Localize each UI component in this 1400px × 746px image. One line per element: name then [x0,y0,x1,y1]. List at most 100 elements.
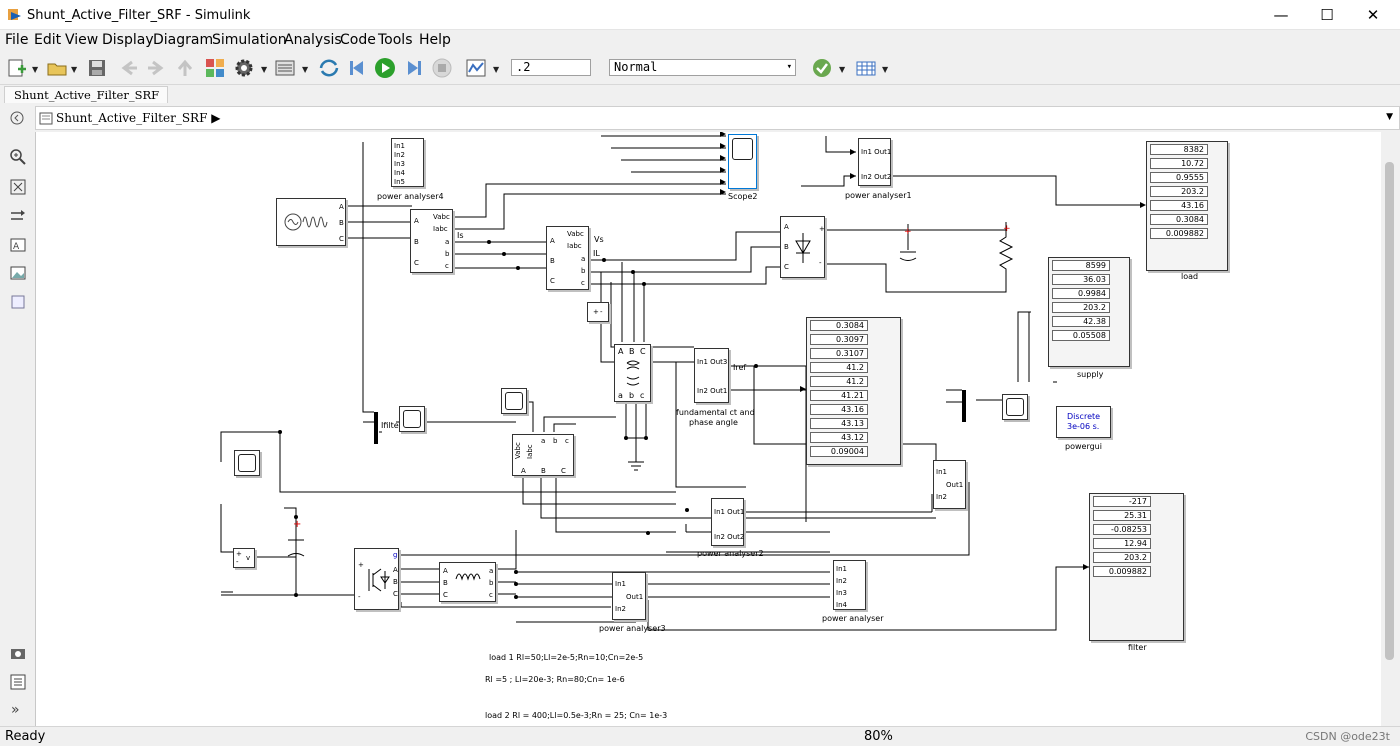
stop-time-input[interactable]: .2 [511,59,591,76]
power-analyser4-block[interactable]: In1 In2 In3 In4 In5 [391,138,424,187]
explorer-dropdown-icon[interactable]: ▼ [302,65,309,74]
vi-measurement-3-block[interactable]: Vabc Iabc a b c A B C [512,434,574,476]
model-canvas[interactable]: + + + In1 In2 In3 In4 In5 power analyser… [35,132,1381,726]
breadcrumb[interactable]: Shunt_Active_Filter_SRF ▶ [56,111,220,125]
maximize-button[interactable]: ☐ [1320,6,1334,24]
breadcrumb-menu-icon[interactable]: ▼ [1386,112,1393,122]
power-analyser2-block[interactable]: In1 Out1 In2 Out2 [711,498,744,546]
annotation-load1[interactable]: load 1 Rl=50;Ll=2e-5;Rn=10;Cn=2e-5 [489,653,644,662]
scope-block[interactable] [1002,394,1028,420]
transformer-block[interactable]: A B C a b c [614,344,651,402]
port-label: A [550,237,555,245]
annotation-icon[interactable]: A [9,236,27,254]
step-forward-icon[interactable] [402,57,424,79]
step-back-icon[interactable] [347,57,369,79]
minimize-button[interactable]: — [1273,6,1289,24]
model-advisor-check-icon[interactable] [811,57,833,79]
menu-diagram[interactable]: Diagram [153,32,214,48]
back-icon[interactable] [118,57,140,79]
supply-display[interactable]: 8599 36.03 0.9984 203.2 42.38 0.05508 [1048,257,1130,367]
port-label: In3 [394,160,405,168]
vi-measurement-2-block[interactable]: Vabc Iabc A B C a b c [546,226,589,290]
vi-measurement-1-block[interactable]: Vabc Iabc A B C a b c [410,209,453,273]
fundamental-phase-angle-block[interactable]: In1 Out3 In2 Out1 [694,348,729,403]
model-browser-icon[interactable] [9,673,27,691]
new-model-icon[interactable] [6,57,28,79]
port-label: In1 [394,142,405,150]
settings-dropdown-icon[interactable]: ▼ [261,65,268,74]
scope2-block[interactable] [728,134,757,189]
area-icon[interactable] [9,293,27,311]
display-value: 12.94 [1093,538,1151,549]
image-icon[interactable] [9,264,27,282]
menu-edit[interactable]: Edit [34,32,62,48]
voltage-measurement-block[interactable]: + - v [233,548,255,568]
ifilter-scope-block[interactable] [399,406,425,432]
update-diagram-icon[interactable] [318,57,340,79]
up-icon[interactable] [174,57,196,79]
menu-code[interactable]: Code [340,32,376,48]
filter-display[interactable]: -217 25.31 -0.08253 12.94 203.2 0.009882 [1089,493,1184,641]
menu-file[interactable]: File [5,32,29,48]
expand-palette-icon[interactable]: » [11,702,20,718]
build-grid-icon[interactable] [855,57,877,79]
power-analyser1-block[interactable]: In1 Out1 In2 Out2 [858,138,891,186]
vertical-scrollbar[interactable] [1381,132,1400,726]
route-lines-icon[interactable] [9,207,27,225]
screenshot-camera-icon[interactable] [9,644,27,662]
menu-analysis[interactable]: Analysis [284,32,342,48]
save-icon[interactable] [86,57,108,79]
dc-scope-block[interactable] [234,450,260,476]
power-analyser3-block[interactable]: In1 Out1 In2 [612,572,646,620]
port-label: B [550,257,555,265]
scrollbar-thumb[interactable] [1385,162,1394,660]
filter-inductor-block[interactable]: A B C a b c [439,562,496,602]
advisor-dropdown-icon[interactable]: ▼ [839,65,846,74]
mux-block[interactable] [962,390,966,422]
menu-display[interactable]: Display [102,32,154,48]
menu-simulation[interactable]: Simulation [212,32,287,48]
port-label: C [414,259,419,267]
stop-icon[interactable] [431,57,453,79]
library-browser-icon[interactable] [204,57,226,79]
menu-tools[interactable]: Tools [378,32,413,48]
open-folder-icon[interactable] [46,57,68,79]
zoom-icon[interactable] [9,148,27,166]
tab-model[interactable]: Shunt_Active_Filter_SRF [4,86,168,103]
center-display[interactable]: 0.3084 0.3097 0.3107 41.2 41.2 41.21 43.… [806,317,901,465]
sum-block[interactable]: + - [587,302,609,322]
port-label: In4 [394,169,405,177]
annotation-load-params[interactable]: Rl =5 ; Ll=20e-3; Rn=80;Cn= 1e-6 [485,675,625,684]
power-analyser-out-block[interactable]: In1 Out1 In2 [933,460,966,509]
inverter-block[interactable]: g + - A B C [354,548,399,610]
block-name-label: power analyser3 [599,624,666,633]
power-analyser-block[interactable]: In1 In2 In3 In4 [833,560,866,610]
ifilter-mux-block[interactable] [374,412,378,444]
scope-screen [238,454,256,472]
model-settings-gear-icon[interactable] [233,57,255,79]
build-dropdown-icon[interactable]: ▼ [882,65,889,74]
open-dropdown-icon[interactable]: ▼ [71,65,78,74]
display-value: 0.009882 [1093,566,1151,577]
hide-browser-icon[interactable] [9,110,25,126]
menu-help[interactable]: Help [419,32,451,48]
annotation-load2[interactable]: load 2 Rl = 400;Ll=0.5e-3;Rn = 25; Cn= 1… [485,711,668,720]
data-inspector-icon[interactable] [465,57,487,79]
inspector-dropdown-icon[interactable]: ▼ [493,65,500,74]
forward-icon[interactable] [145,57,167,79]
three-phase-source-block[interactable]: A B C [276,198,346,246]
display-value: 0.3084 [1150,214,1208,225]
diode-rectifier-block[interactable]: A B C + - [780,216,825,278]
load-display[interactable]: 8382 10.72 0.9555 203.2 43.16 0.3084 0.0… [1146,141,1228,271]
simulation-mode-select[interactable]: Normal ▾ [609,59,796,76]
new-dropdown-icon[interactable]: ▼ [32,65,39,74]
model-explorer-icon[interactable] [274,57,296,79]
vi3-scope-block[interactable] [501,388,527,414]
powergui-block[interactable]: Discrete 3e-06 s. [1056,406,1111,438]
menu-view[interactable]: View [65,32,99,48]
close-button[interactable]: ✕ [1366,6,1380,24]
fit-to-view-icon[interactable] [9,178,27,196]
run-icon[interactable] [374,57,396,79]
port-label: - [819,259,822,267]
port-label: a [618,391,623,400]
